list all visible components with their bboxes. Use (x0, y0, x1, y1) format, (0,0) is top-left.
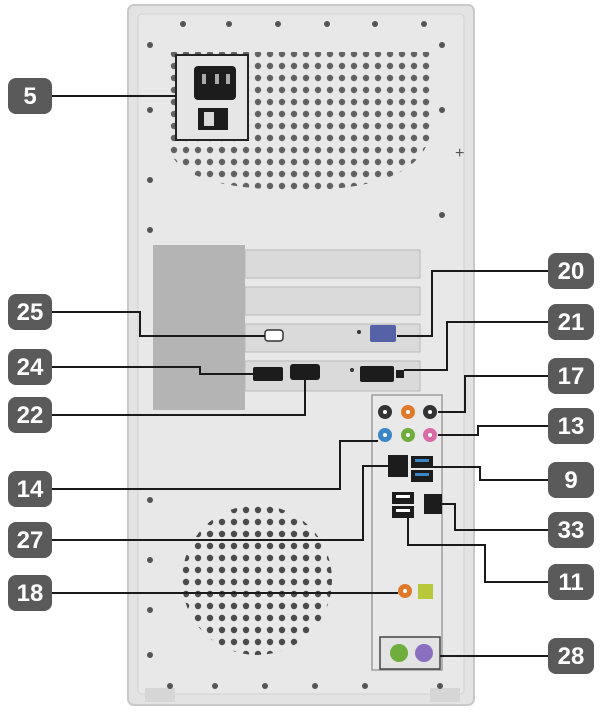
callout-label-hdmi-small: 25 (17, 299, 44, 326)
callout-badge-audio-top: 17 (548, 358, 594, 394)
leader-14 (52, 440, 378, 490)
callout-badge-ethernet-right: 33 (548, 512, 594, 548)
callout-label-audio-line-in: 14 (17, 476, 44, 503)
ps2-mouse-port (390, 644, 408, 662)
vga-port (370, 325, 396, 342)
callout-label-vga: 20 (558, 258, 585, 285)
leader-13 (438, 425, 548, 436)
callout-label-ethernet-top: 27 (17, 527, 44, 554)
callout-label-audio-middle: 13 (558, 413, 585, 440)
leader-17 (438, 375, 548, 413)
case-screws (147, 21, 445, 689)
callout-badge-usb2: 11 (548, 564, 594, 600)
callout-label-ps2: 28 (558, 643, 585, 670)
callout-label-hdmi: 22 (17, 402, 44, 429)
leader-25 (52, 311, 265, 337)
leader-27 (52, 465, 388, 541)
callout-label-dvi: 21 (558, 309, 585, 336)
callout-badge-ethernet-top: 27 (8, 522, 52, 558)
case-fan-grille (182, 505, 332, 655)
callout-badge-psu: 5 (8, 78, 52, 114)
callout-badge-ps2: 28 (548, 638, 594, 674)
callout-badge-hdmi: 22 (8, 397, 52, 433)
callout-badge-audio-line-in: 14 (8, 471, 52, 507)
power-socket (175, 54, 249, 141)
hdmi-small-port (264, 329, 284, 342)
callout-badge-usb3: 9 (548, 462, 594, 498)
leader-20 (397, 270, 548, 337)
leader-lines (52, 95, 548, 657)
leader-24 (52, 366, 253, 375)
ethernet-port-right (424, 494, 442, 514)
callout-label-usb3: 9 (564, 467, 577, 494)
callout-badge-dvi: 21 (548, 304, 594, 340)
leader-9 (433, 466, 548, 481)
callout-label-usb2: 11 (558, 569, 583, 596)
callout-label-psu: 5 (23, 83, 36, 110)
callout-badge-hdmi-small: 25 (8, 294, 52, 330)
callout-label-audio-top: 17 (558, 363, 585, 390)
ps2-keyboard-port (415, 644, 433, 662)
hdmi-port (290, 364, 320, 380)
dvi-port (360, 366, 394, 382)
callout-label-ethernet-right: 33 (558, 517, 585, 544)
leader-33 (442, 503, 548, 531)
callout-badge-displayport-left: 24 (8, 349, 52, 385)
ethernet-port-top (388, 455, 408, 477)
callout-label-displayport-left: 24 (17, 354, 44, 381)
displayport-port (253, 367, 283, 381)
spdif-optical (418, 584, 433, 599)
expansion-slots (153, 245, 421, 410)
cross-mark: + (455, 145, 464, 162)
leader-21 (404, 321, 548, 371)
leader-22 (52, 380, 306, 416)
callout-badge-audio-middle: 13 (548, 408, 594, 444)
graphics-ports (253, 325, 404, 382)
leader-11 (407, 518, 548, 583)
callout-badge-vga: 20 (548, 253, 594, 289)
callout-badge-spdif: 18 (8, 575, 52, 611)
callout-label-spdif: 18 (17, 580, 44, 607)
